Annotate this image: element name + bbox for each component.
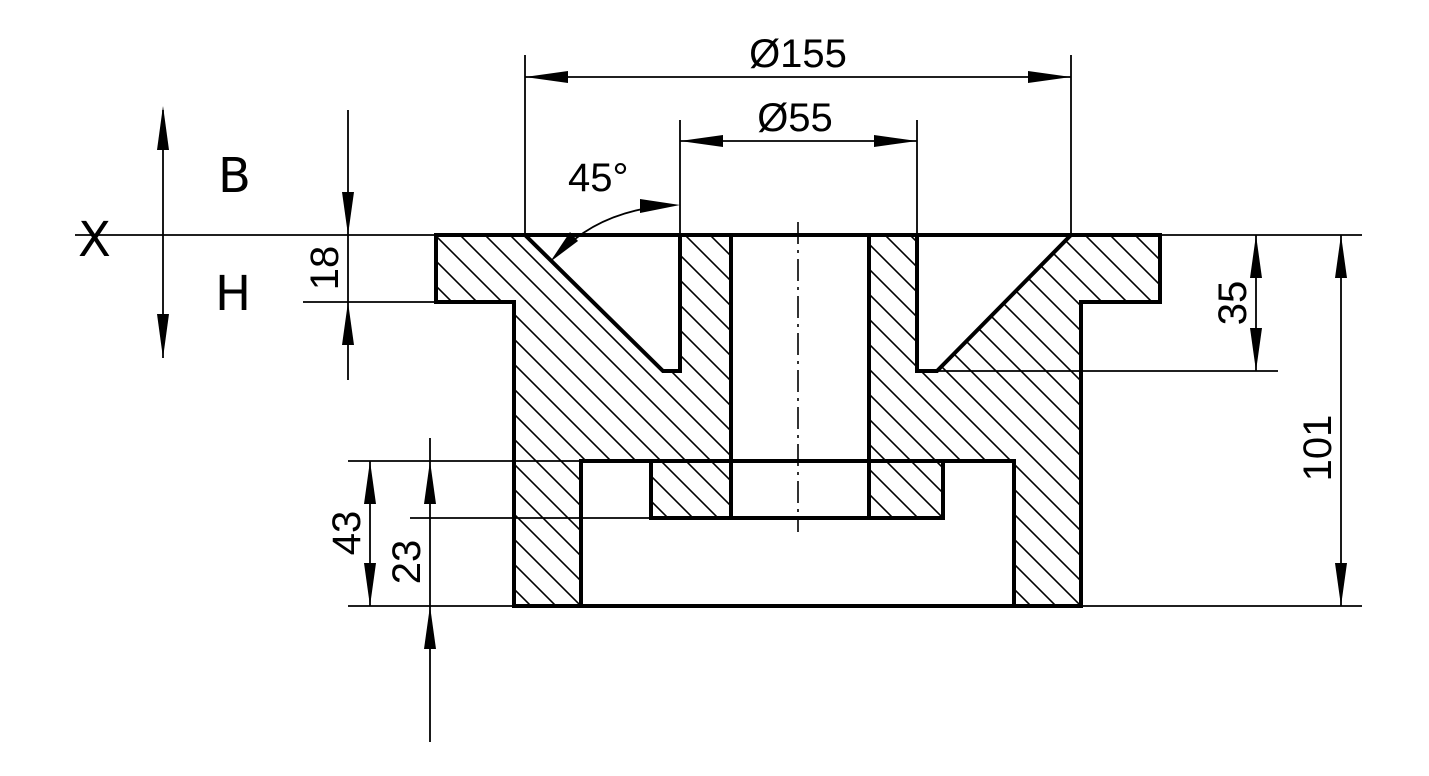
arrow-icon [342,302,354,345]
right-section-outline [915,232,1162,608]
hatch-line [1175,0,1429,700]
arrow-icon [364,461,376,504]
hatch-line [436,235,726,606]
hatch-line [436,235,826,606]
hatch-line [974,235,1160,606]
arrow-icon [1250,328,1262,371]
arrow-icon [680,135,723,147]
hatch-line [0,0,425,700]
hatch-line [436,235,701,606]
hatch-line [436,235,1151,606]
section-hatching [0,0,1429,700]
outer-diameter-label: Ø155 [749,32,847,76]
hatch-line [524,235,1160,606]
dimension-angle: 45° [550,156,680,262]
hatch-line [774,235,1160,606]
hatch-line [624,235,1160,606]
hatch-line [436,235,601,606]
hatch-line [0,0,300,700]
hatch-line [799,235,1160,606]
arrow-icon [874,135,917,147]
hatch-line [499,235,1160,606]
arrow-icon [424,606,436,649]
hatch-line [436,235,776,606]
dimension-flange-height: 18 [303,110,436,380]
hatch-line [436,235,626,606]
hatch-line [549,235,1160,606]
hatch-line [649,235,1160,606]
axis-b-label: B [218,148,251,204]
hatch-line [899,235,1160,606]
hatch-line [674,235,1160,606]
up-arrow-icon [157,106,169,150]
hatch-line [1074,235,1160,606]
dimension-recess-depth: 23 [385,438,651,742]
inner-diameter-label: Ø55 [757,96,833,140]
arrow-icon [550,232,578,262]
arrow-icon [640,199,680,213]
cone-depth-label: 35 [1211,281,1255,326]
axis-h-label: H [215,266,251,322]
hatch-line [749,235,1160,606]
hatch-line [1049,235,1160,606]
arrow-icon [1250,235,1262,278]
flange-height-label: 18 [303,246,347,291]
dimension-total-height: 101 [1081,235,1362,607]
recess-depth-label: 23 [385,540,429,585]
projection-axis: X B H [75,106,436,358]
hatch-line [999,235,1160,606]
arrow-icon [1335,563,1347,606]
hatch-line [1099,235,1160,606]
dimension-outer-diameter: Ø155 [524,32,1072,235]
hatch-line [436,235,576,606]
hatch-line [436,235,451,606]
hatch-line [1200,0,1429,700]
arrow-icon [1028,71,1071,83]
hatch-line [436,235,751,606]
counterbore-depth-label: 43 [325,511,369,556]
angle-label: 45° [568,156,629,200]
arrow-icon [342,192,354,235]
arrow-icon [1335,235,1347,278]
hatch-line [1149,235,1160,606]
arrow-icon [525,71,568,83]
arrow-icon [364,563,376,606]
hatch-line [436,235,676,606]
hatch-line [436,235,651,606]
hatch-line [0,0,400,700]
hatch-line [436,235,526,606]
hatch-line [436,235,551,606]
hatch-line [1024,235,1160,606]
hatch-line [1124,235,1160,606]
down-arrow-icon [157,314,169,358]
hatch-line [0,0,350,700]
axis-x-label: X [78,212,111,268]
dimension-inner-diameter: Ø55 [679,96,918,235]
hatch-line [0,0,375,700]
hatch-line [436,235,476,606]
recess-outline [649,459,945,520]
hatch-line [436,235,876,606]
arrow-icon [424,461,436,504]
dimension-cone-depth: 35 [937,234,1362,372]
hatch-line [949,235,1160,606]
left-section-outline [434,233,682,608]
total-height-label: 101 [1296,415,1340,482]
hatch-line [436,235,501,606]
dimension-counterbore-depth: 43 [325,460,581,607]
